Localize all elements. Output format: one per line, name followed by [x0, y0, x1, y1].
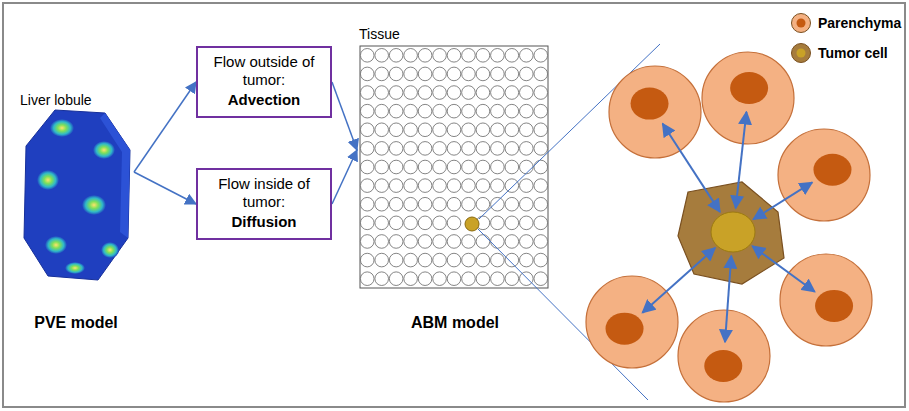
legend-swatch [790, 12, 812, 34]
process-box: Flow outside of tumor: Advection [196, 46, 332, 118]
tissue-frame [360, 46, 548, 288]
flow-arrow [134, 172, 196, 204]
node-label: ABM model [409, 314, 501, 332]
cell-cluster [586, 52, 872, 402]
flow-arrow [134, 82, 196, 172]
legend-label: Parenchyma [818, 15, 901, 31]
node-label: PVE model [32, 314, 120, 332]
flow-arrow [332, 82, 357, 150]
legend-swatch [790, 42, 812, 64]
legend-row: Parenchyma [790, 8, 901, 38]
node-label: Advection [204, 91, 324, 109]
node-heading: Flow inside of tumor: [204, 175, 324, 211]
zoom-line [478, 229, 648, 400]
tissue-panel: TissueABM model [357, 26, 553, 332]
lobule-panel: Liver lobulePVE model [18, 92, 134, 332]
lobule-image [24, 110, 130, 280]
node-heading: Liver lobule [18, 92, 94, 108]
frame [3, 3, 905, 407]
node-heading: Tissue [357, 26, 402, 42]
node-label: Diffusion [204, 213, 324, 231]
node-heading: Flow outside of tumor: [204, 53, 324, 89]
cell-grid [360, 49, 547, 286]
process-box: Flow inside of tumor: Diffusion [196, 168, 332, 240]
grid-tumor-cell [465, 217, 479, 231]
legend: ParenchymaTumor cell [790, 8, 901, 68]
flow-arrow [332, 150, 357, 204]
legend-label: Tumor cell [818, 45, 888, 61]
legend-row: Tumor cell [790, 38, 901, 68]
